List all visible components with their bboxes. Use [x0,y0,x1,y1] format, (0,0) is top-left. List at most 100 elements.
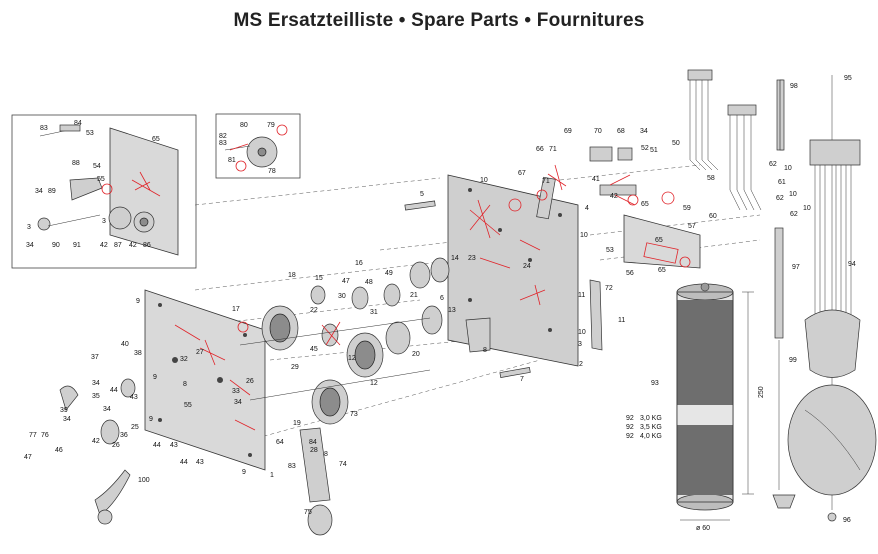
back-plate-holes [468,188,562,332]
part-label: 34 [103,406,111,413]
part-label: 91 [73,242,81,249]
part-label: 47 [24,454,32,461]
part-label: 11 [578,292,585,299]
part-label: 44 [110,387,118,394]
part-label: 29 [291,364,299,371]
part-label: 9 [153,374,157,381]
part-label: 66 [536,146,544,153]
part-label: 53 [606,247,614,254]
part-label: 99 [789,357,797,364]
part-label: 98 [790,83,798,90]
pendulum-parts [772,75,877,522]
part-label: 72 [605,285,613,292]
part-label: 43 [196,459,204,466]
part-label: 6 [440,295,444,302]
part-label: 42 [129,242,137,249]
part-label: 3 [102,218,106,225]
part-label: 23 [468,255,476,262]
part-label: 10 [784,165,792,172]
misc-parts [59,79,785,525]
back-plate-red-ring [508,198,522,212]
part-label: 30 [338,293,346,300]
part-label: 79 [267,122,275,129]
part-label: 10 [803,205,811,212]
part-label: 81 [228,157,236,164]
part-label: 34 [640,128,648,135]
part-label: 26 [246,378,254,385]
part-label: 71 [542,178,550,185]
chime-levers [536,146,639,220]
part-label: 21 [410,292,418,299]
part-label: 40 [121,341,129,348]
part-label: 32 [180,356,188,363]
part-label: 71 [549,146,557,153]
arbors [239,200,531,401]
part-label: 25 [131,424,139,431]
part-label: 1 [270,472,274,479]
inset-box-small [215,113,301,179]
weight-code-1: 92 [626,415,634,422]
part-label: 84 [74,120,82,127]
part-label: 42 [92,438,100,445]
inset-left-parts [37,124,179,256]
part-label: 33 [232,388,240,395]
part-label: 43 [130,394,138,401]
part-label: 9 [149,416,153,423]
part-label: 67 [518,170,526,177]
part-label: 90 [52,242,60,249]
part-label: 62 [776,195,784,202]
gear-wheels [100,257,450,536]
part-label: 36 [120,432,128,439]
part-label: 3 [578,341,582,348]
part-label: 83 [40,125,48,132]
part-label: 44 [180,459,188,466]
part-label: 57 [688,223,696,230]
part-label: 34 [92,380,100,387]
part-label: 69 [564,128,572,135]
part-label: 14 [451,255,459,262]
part-label: 11 [618,317,625,324]
weight-code-3: 92 [626,433,634,440]
part-label: 28 [310,447,318,454]
part-label: 96 [843,517,851,524]
part-label: 52 [641,145,649,152]
weight-cylinder [676,282,754,521]
front-plate-holes [158,303,252,457]
part-label: 34 [35,188,43,195]
part-label: 70 [594,128,602,135]
part-label: 41 [592,176,600,183]
part-label: 15 [315,275,323,282]
part-label: 34 [26,242,34,249]
part-label: 97 [792,264,800,271]
weight-value-1: 3,0 KG [640,415,662,422]
part-label: 64 [276,439,284,446]
part-label: 62 [790,211,798,218]
part-label: 18 [288,272,296,279]
part-label: 60 [709,213,717,220]
weight-value-3: 4,0 KG [640,433,662,440]
part-label: 100 [138,477,150,484]
part-label: 87 [114,242,122,249]
part-label: 8 [183,381,187,388]
dimension-diameter: ø 60 [696,525,710,532]
part-label: 65 [641,201,649,208]
part-label: 7 [520,376,524,383]
part-label: 89 [48,188,56,195]
part-label: 53 [86,130,94,137]
part-label: 56 [626,270,634,277]
part-label: 12 [370,380,378,387]
part-label: 24 [523,263,531,270]
weight-code-2: 92 [626,424,634,431]
weight-table: 92 3,0 KG 92 3,5 KG 92 4,0 KG [626,415,662,440]
part-label: 93 [651,380,659,387]
part-label: 12 [348,355,356,362]
part-label: 51 [650,147,658,154]
part-label: 10 [789,191,797,198]
part-label: 46 [55,447,63,454]
hammer-rack-plate [623,214,701,269]
part-label: 77 [29,432,37,439]
part-label: 34 [63,416,71,423]
part-label: 80 [240,122,248,129]
